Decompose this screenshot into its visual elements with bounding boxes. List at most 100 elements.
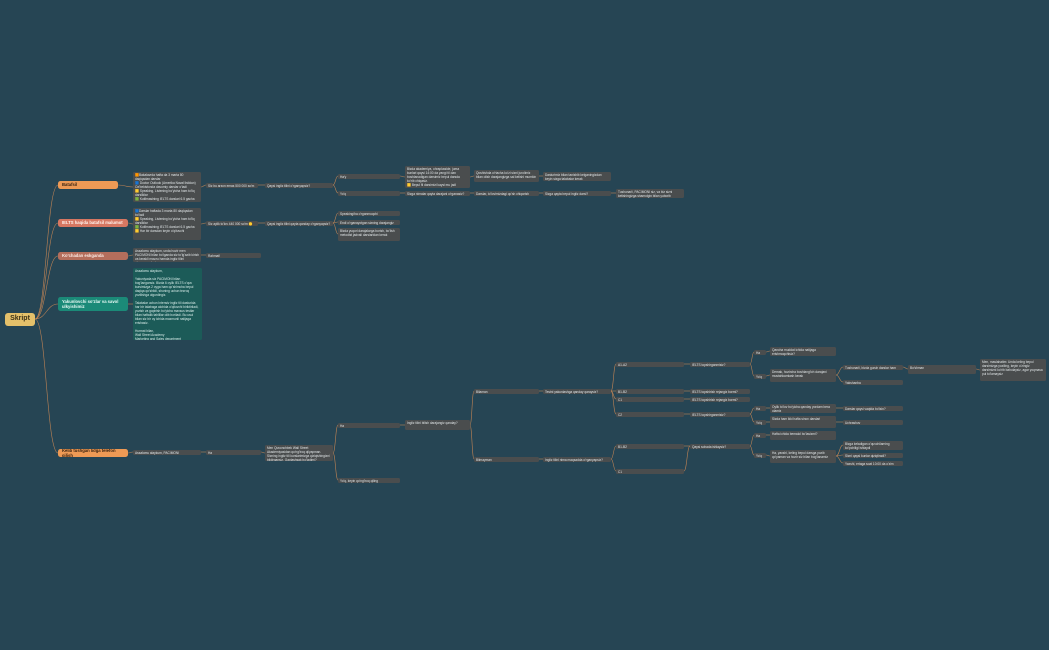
branch-yakunlovchi[interactable]: Yakunlovchi so'zlar va savol ulkyishimiz bbox=[58, 297, 128, 311]
connector bbox=[260, 451, 266, 454]
connector bbox=[749, 407, 755, 415]
connector bbox=[200, 184, 207, 188]
b1-no-reply: Tushunarli, PACIMONI siz, va biz sizni k… bbox=[616, 189, 684, 198]
connector bbox=[469, 390, 475, 426]
connector bbox=[332, 222, 339, 235]
b5-deep-5: Bizga keladigan o'quvchilarning ko'pchil… bbox=[843, 441, 903, 450]
b1-no[interactable]: Yo'q bbox=[338, 191, 400, 196]
connector bbox=[332, 184, 339, 194]
b2-answer-3[interactable]: Bizda yuqori darajalarga borish, bo'lish… bbox=[338, 228, 400, 241]
branch-ielts[interactable]: IELTS haqida batafsil malumot bbox=[58, 219, 128, 227]
b1-no-question-3[interactable]: Sizga qayta bepul ingliz darsi? bbox=[543, 191, 611, 196]
connector bbox=[749, 351, 755, 365]
connector bbox=[835, 444, 844, 457]
connector bbox=[332, 452, 339, 481]
b2-info: 🟦Darslar haftada 3 marta 80 daqiqadan bo… bbox=[133, 208, 201, 240]
b1-yes-reply: Bizda akademiya, ohrapkaside, juma kunla… bbox=[405, 166, 470, 188]
b1-yes[interactable]: Ha'y bbox=[338, 174, 400, 179]
b5-no-a-3[interactable]: Yo'q bbox=[754, 453, 766, 458]
b5-answer-3: Oylik to'lov bo'yicha qanday yordam bera… bbox=[770, 404, 836, 413]
b1-question-2[interactable]: Qaysi ingliz tilini o'rganyapsiz? bbox=[265, 183, 333, 188]
b5-exam-question-4[interactable]: Qaysi sohada ishlaysiz? bbox=[690, 444, 750, 449]
b5-know[interactable]: Bilaman bbox=[474, 389, 539, 394]
connector bbox=[610, 363, 617, 392]
connector bbox=[469, 175, 475, 178]
b5-score-4[interactable]: B1-B2 bbox=[616, 444, 684, 449]
b5-no-2[interactable]: Yo'q, keyin qo'ng'iroq qiling bbox=[338, 478, 400, 483]
b5-deep-3: Darslar qaysi vaqtda bo'lsin? bbox=[843, 406, 903, 411]
b2-answer-2[interactable]: Endi o'rganayotgan sizning darajangiz bbox=[338, 220, 400, 225]
b2-answer-1[interactable]: Speaking/ha o'rganmoqchi bbox=[338, 211, 400, 216]
b5-deep-1: Tushunarli, bizda guruh darslar ham bor bbox=[843, 365, 903, 370]
connector bbox=[749, 363, 755, 377]
b5-test-question[interactable]: Testni yakunlashga qanday qaraysiz? bbox=[543, 389, 611, 394]
branch-batafsil[interactable]: Batafsil bbox=[58, 181, 118, 189]
connector bbox=[34, 318, 59, 454]
b5-level-question[interactable]: Ingliz tilini bilish darajangiz qanday? bbox=[405, 420, 470, 430]
connector bbox=[749, 434, 755, 447]
b1-no-question-2[interactable]: Darslar, to'lovimizdagi qo'sh chiqarish … bbox=[474, 191, 539, 196]
connector bbox=[117, 184, 134, 188]
b5-dont-know[interactable]: Bilmayman bbox=[474, 457, 539, 462]
root-node[interactable]: Skript bbox=[5, 313, 35, 326]
b1-yes-reply-2: Qoshishda o'rtacha ko'zi sizni jurolimiz… bbox=[474, 170, 539, 182]
b5-score-0[interactable]: A1-A2 bbox=[616, 362, 684, 367]
b5-score-1[interactable]: B1-B2 bbox=[616, 389, 684, 394]
b5-score-3[interactable]: C2 bbox=[616, 412, 684, 417]
b5-answer-5: Hafta ichida bemalol bo'lasizmi? bbox=[770, 431, 836, 440]
b5-yes-2[interactable]: Ha bbox=[338, 423, 400, 428]
b5-exam-question-2[interactable]: IELTS topshirish rejangiz bormi? bbox=[690, 389, 750, 394]
b1-info: 🟧Bakalavrda hafta da 3 marta 80 daqiqada… bbox=[133, 172, 201, 202]
b5-yes-a-1[interactable]: Ha bbox=[754, 350, 766, 355]
b5-yes-a-2[interactable]: Ha bbox=[754, 406, 766, 411]
b1-question-1[interactable]: Siz bu arzon emas 500 000 so'm bbox=[206, 183, 258, 188]
branch-kochadan[interactable]: Ko'chadan eskganda bbox=[58, 252, 128, 260]
connector bbox=[127, 451, 134, 454]
b5-no-a-2[interactable]: Yo'q bbox=[754, 420, 766, 425]
b5-no-a-1[interactable]: Yo'q bbox=[754, 374, 766, 379]
b5-deep-7: Yaxshi, ertaga soat 10:00 da o'zim qo'ng… bbox=[843, 461, 903, 466]
b5-greet: Assalomu alaykum, PACIMONI bbox=[133, 450, 201, 455]
b5-exam-question-2b[interactable]: IELTS topshirish rejangiz bormi? bbox=[690, 397, 750, 402]
connector bbox=[765, 454, 771, 457]
connector bbox=[34, 255, 59, 320]
connector bbox=[765, 350, 771, 353]
b5-score-5[interactable]: C1 bbox=[616, 469, 684, 474]
connector bbox=[610, 458, 617, 472]
b4-text: Assalomu alaykum, Yakuniyada siz PACIMON… bbox=[133, 268, 202, 340]
connector bbox=[127, 254, 134, 257]
connector bbox=[765, 374, 771, 377]
b2-question-1[interactable]: Siz aylik to'lov 440 000 so'm 🟡 bbox=[206, 221, 258, 226]
b3-reply: Rahmat! bbox=[206, 253, 261, 258]
b5-score-2[interactable]: C1 bbox=[616, 397, 684, 402]
connector bbox=[34, 184, 59, 320]
b3-text: Assalomu alaykum, unda hozir men PACIMON… bbox=[133, 248, 201, 262]
connector bbox=[332, 175, 339, 186]
b5-answer-1: Qancha muddat ichida natijaga erishmoqch… bbox=[770, 347, 836, 356]
connector bbox=[332, 424, 339, 454]
b5-deep-4: Uchrashuv bbox=[843, 420, 903, 425]
connector bbox=[127, 222, 134, 225]
connector bbox=[610, 390, 617, 415]
connector bbox=[399, 175, 406, 178]
connector bbox=[975, 368, 981, 371]
b2-question-2[interactable]: Qaysi ingliz tilini qayta qanday o'rgany… bbox=[265, 221, 333, 226]
branch-kelib-tushgan[interactable]: Kelib tushgan lidga telefon qilish bbox=[58, 449, 128, 457]
connector bbox=[835, 366, 844, 376]
connector bbox=[749, 445, 755, 456]
b5-final: Men, maslahatim: Unda keling bepul darsi… bbox=[980, 359, 1046, 381]
b5-answer-2: Demak, hozircha boshlang'ich darajani mu… bbox=[770, 369, 836, 382]
b1-no-question[interactable]: Sizga nimalar qayta darajani o'rganasiz? bbox=[405, 191, 470, 196]
connector bbox=[610, 445, 617, 460]
connector bbox=[835, 455, 844, 464]
connector bbox=[683, 445, 691, 472]
b5-exam-question-1[interactable]: IELTS topshirganmisiz? bbox=[690, 362, 750, 367]
connector bbox=[34, 222, 59, 320]
b5-yes[interactable]: Ha bbox=[206, 450, 261, 455]
b5-deep-6: Sizni qaysi kunlar qiziqtiradi? bbox=[843, 453, 903, 458]
b5-yes-a-3[interactable]: Ha bbox=[754, 433, 766, 438]
connector bbox=[902, 366, 909, 370]
b5-exam-question-3[interactable]: IELTS topshirganmisiz? bbox=[690, 412, 750, 417]
b5-purpose-question[interactable]: Ingliz tilini nima maqsadda o'rganyapsiz… bbox=[543, 457, 611, 462]
